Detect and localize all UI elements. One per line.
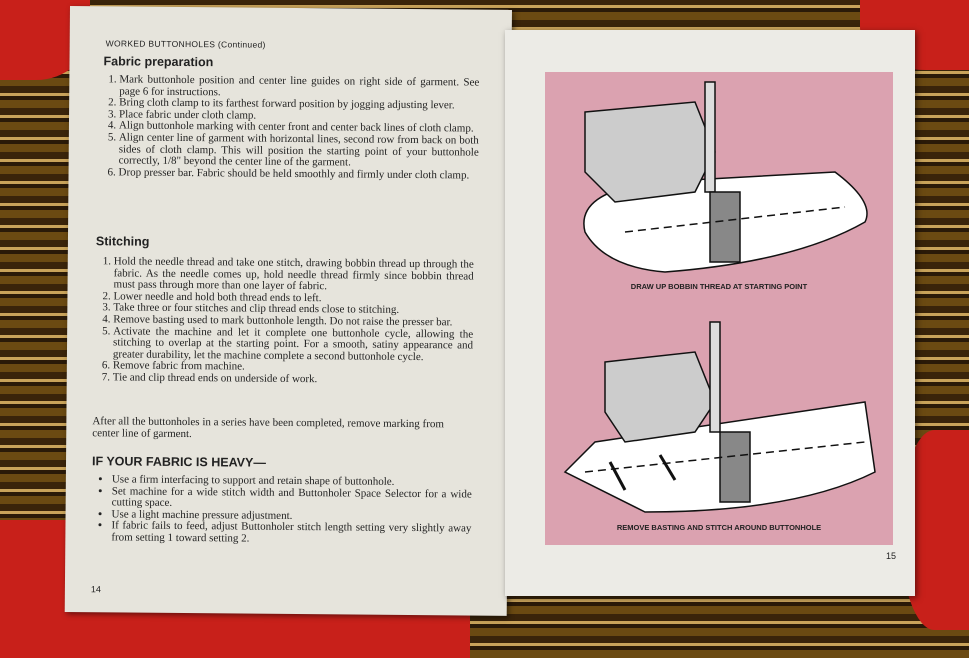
heavy-fabric-heading: IF YOUR FABRIC IS HEAVY—: [91, 454, 266, 470]
stitching-heading: Stitching: [95, 234, 150, 249]
caption-top: DRAW UP BOBBIN THREAD AT STARTING POINT: [630, 282, 808, 291]
stitching-list: Hold the needle thread and take one stit…: [93, 255, 474, 387]
list-item: Drop presser bar. Fabric should be held …: [118, 166, 478, 182]
fabric-prep-list: Mark buttonhole position and center line…: [98, 73, 479, 182]
heavy-fabric-list: Use a firm interfacing to support and re…: [91, 473, 472, 547]
list-item: Activate the machine and let it complete…: [113, 325, 473, 364]
fabric-prep-heading: Fabric preparation: [103, 54, 214, 70]
right-page: DRAW UP BOBBIN THREAD AT STARTING POINT …: [505, 30, 915, 596]
top-illustration: [583, 81, 868, 273]
list-item: Align center line of garment with horizo…: [119, 131, 479, 170]
list-item: Tie and clip thread ends on underside of…: [113, 371, 473, 387]
caption-bottom: REMOVE BASTING AND STITCH AROUND BUTTONH…: [616, 523, 822, 532]
running-head: WORKED BUTTONHOLES (Continued): [105, 38, 266, 50]
stitching-note: After all the buttonholes in a series ha…: [92, 415, 444, 440]
left-page: WORKED BUTTONHOLES (Continued) Fabric pr…: [64, 6, 512, 616]
page-number: 14: [90, 584, 101, 595]
illustration-panel: DRAW UP BOBBIN THREAD AT STARTING POINT …: [545, 72, 893, 545]
page-number: 15: [886, 551, 897, 561]
list-item: Hold the needle thread and take one stit…: [114, 255, 474, 294]
list-item: If fabric fails to feed, adjust Buttonho…: [111, 520, 471, 547]
sewing-machine-illustrations: [563, 81, 876, 513]
bottom-illustration: [563, 321, 876, 513]
